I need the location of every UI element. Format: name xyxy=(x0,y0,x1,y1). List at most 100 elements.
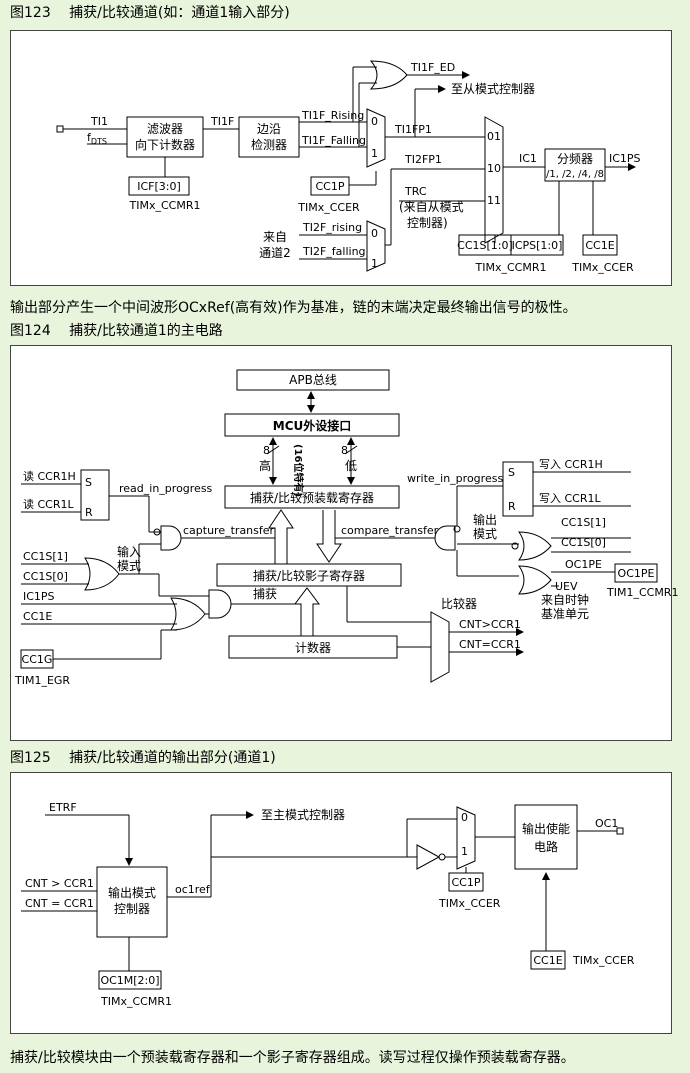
figure-124-panel: APB总线 MCU外设接口 8 8 高 低 (16位特有) 捕获/比较预装载寄存… xyxy=(10,345,678,741)
cc1s0-label: CC1S[0] xyxy=(23,570,68,583)
figure-124-caption: 图124 捕获/比较通道1的主电路 xyxy=(10,323,223,339)
high-label: 高 xyxy=(259,458,271,473)
comparator-shape xyxy=(430,611,450,683)
figure-123-caption: 图123 捕获/比较通道(如：通道1输入部分) xyxy=(10,5,290,21)
polarity-mux-2 xyxy=(366,220,386,272)
timx-ccmr1-label-b: TIMx_CCMR1 xyxy=(475,261,547,274)
compare-transfer-label: compare_transfer xyxy=(341,524,439,537)
polarity-mux xyxy=(456,806,476,870)
input-select-mux xyxy=(484,116,504,244)
counter-label: 计数器 xyxy=(295,640,331,655)
divider-label-2: /1, /2, /4, /8 xyxy=(546,169,604,180)
input-mode-label-2: 模式 xyxy=(117,559,141,573)
oc1ref-label: oc1ref xyxy=(175,883,211,896)
output-enable-label-2: 电路 xyxy=(534,839,558,854)
figure-123-panel: TI1 fDTS 滤波器 向下计数器 ICF[3:0] TIMx_CCMR1 T… xyxy=(10,30,672,286)
oc1m-box xyxy=(98,970,162,990)
oc1-label: OC1 xyxy=(595,817,618,830)
ti2f-falling-label: TI2F_falling xyxy=(302,245,366,258)
mcu-interface-box xyxy=(224,413,400,437)
timx-ccer-label-b: TIMx_CCER xyxy=(572,954,635,967)
ti1-label: TI1 xyxy=(90,115,108,128)
uev-label: UEV xyxy=(555,580,578,593)
tim1-egr-label: TIM1_EGR xyxy=(14,674,70,687)
output-mode-label-2: 模式 xyxy=(473,527,497,541)
or-gate-ed xyxy=(369,60,408,90)
preload-register-label: 捕获/比较预装载寄存器 xyxy=(250,490,374,505)
tim1-ccmr1-label: TIM1_CCMR1 xyxy=(606,586,678,599)
compare-and-gate xyxy=(434,525,456,551)
oc1pe-box-label: OC1PE xyxy=(618,567,655,580)
write-latch-r: R xyxy=(508,500,516,513)
cnt-eq-label: CNT=CCR1 xyxy=(459,638,521,651)
preload-register-box xyxy=(224,485,400,509)
cc1p-label: CC1P xyxy=(452,876,481,889)
figure-123-diagram: TI1 fDTS 滤波器 向下计数器 ICF[3:0] TIMx_CCMR1 T… xyxy=(56,60,641,274)
sel-01: 01 xyxy=(487,130,501,143)
mcu-interface-label: MCU外设接口 xyxy=(273,418,352,433)
capture-label: 捕获 xyxy=(253,586,277,601)
uev-from-label-2: 基准单元 xyxy=(541,607,589,621)
read-latch-s: S xyxy=(85,476,92,489)
capture-and-gate-2 xyxy=(208,589,232,619)
comparator-label: 比较器 xyxy=(441,596,477,611)
read-ccr1l-label: 读 CCR1L xyxy=(23,497,74,511)
shadow-register-box xyxy=(216,563,402,587)
mux2-1: 1 xyxy=(371,257,378,270)
read-ccr1h-label: 读 CCR1H xyxy=(23,469,76,483)
to-slave-label: 至从模式控制器 xyxy=(451,82,535,96)
low-label: 低 xyxy=(345,459,357,473)
cc1e-box xyxy=(530,950,566,970)
output-enable-box xyxy=(514,804,578,870)
trc-from-label-2: 控制器) xyxy=(407,216,448,230)
cc1s-label: CC1S[1:0] xyxy=(457,239,513,252)
omc-label-2: 控制器 xyxy=(114,902,150,916)
edge-label-2: 检测器 xyxy=(251,137,287,152)
uev-from-label-1: 来自时钟 xyxy=(541,592,589,607)
cc1e-label: CC1E xyxy=(533,954,562,967)
divider-label-1: 分频器 xyxy=(557,152,593,166)
oc1pe-box xyxy=(614,563,658,583)
polarity-mux-1 xyxy=(366,108,386,168)
ic1ps-label: IC1PS xyxy=(609,152,641,165)
bits-8-b: 8 xyxy=(341,444,348,457)
timx-ccer-label-a: TIMx_CCER xyxy=(438,897,501,910)
timx-ccer-label-b: TIMx_CCER xyxy=(571,261,634,274)
mux1-0: 0 xyxy=(371,115,378,128)
cnt-gt-label: CNT>CCR1 xyxy=(459,618,521,631)
write-latch-s: S xyxy=(508,466,515,479)
mux-1: 1 xyxy=(461,845,468,858)
capture-transfer-arrow xyxy=(268,509,294,564)
read-in-progress-label: read_in_progress xyxy=(119,482,213,495)
cc1g-label: CC1G xyxy=(22,653,53,666)
filter-label-2: 向下计数器 xyxy=(135,137,195,152)
ti1f-ed-label: TI1F_ED xyxy=(410,61,455,74)
note-2: 捕获/比较模块由一个预装载寄存器和一个影子寄存器组成。读写过程仅操作预装载寄存器… xyxy=(10,1050,575,1066)
ic1ps-label: IC1PS xyxy=(23,590,55,603)
timx-ccmr1-label-a: TIMx_CCMR1 xyxy=(129,199,201,212)
cc1p-label: CC1P xyxy=(316,180,345,193)
to-master-label: 至主模式控制器 xyxy=(261,808,345,822)
icps-label: ICPS[1:0] xyxy=(512,239,563,252)
inverter-gate xyxy=(416,844,441,870)
ti1f-falling-label: TI1F_Falling xyxy=(301,134,366,147)
figure-125-panel: ETRF 至主模式控制器 CNT > CCR1 CNT = CCR1 输出模式 … xyxy=(10,772,672,1034)
icf-box xyxy=(128,176,190,196)
capture-transfer-label: capture_transfer xyxy=(183,524,275,537)
ti1f-rising-label: TI1F_Rising xyxy=(301,109,364,122)
ti2fp1-label: TI2FP1 xyxy=(404,153,442,166)
counter-up-arrow xyxy=(294,587,320,636)
right-cc1s0-label: CC1S[0] xyxy=(561,536,606,549)
icps-box xyxy=(510,234,564,256)
shadow-register-label: 捕获/比较影子寄存器 xyxy=(253,568,365,583)
ti1fp1-label: TI1FP1 xyxy=(394,123,432,136)
bits-8-a: 8 xyxy=(263,444,270,457)
read-sr-latch xyxy=(80,469,110,521)
mux2-0: 0 xyxy=(371,227,378,240)
write-sr-latch xyxy=(502,461,534,517)
ic1-label: IC1 xyxy=(519,152,537,165)
trc-from-label-1: (来自从模式 xyxy=(399,200,464,214)
figure-125-diagram: ETRF 至主模式控制器 CNT > CCR1 CNT = CCR1 输出模式 … xyxy=(21,801,635,1008)
apb-bus-box xyxy=(236,369,390,391)
cc1p-box xyxy=(448,872,484,892)
